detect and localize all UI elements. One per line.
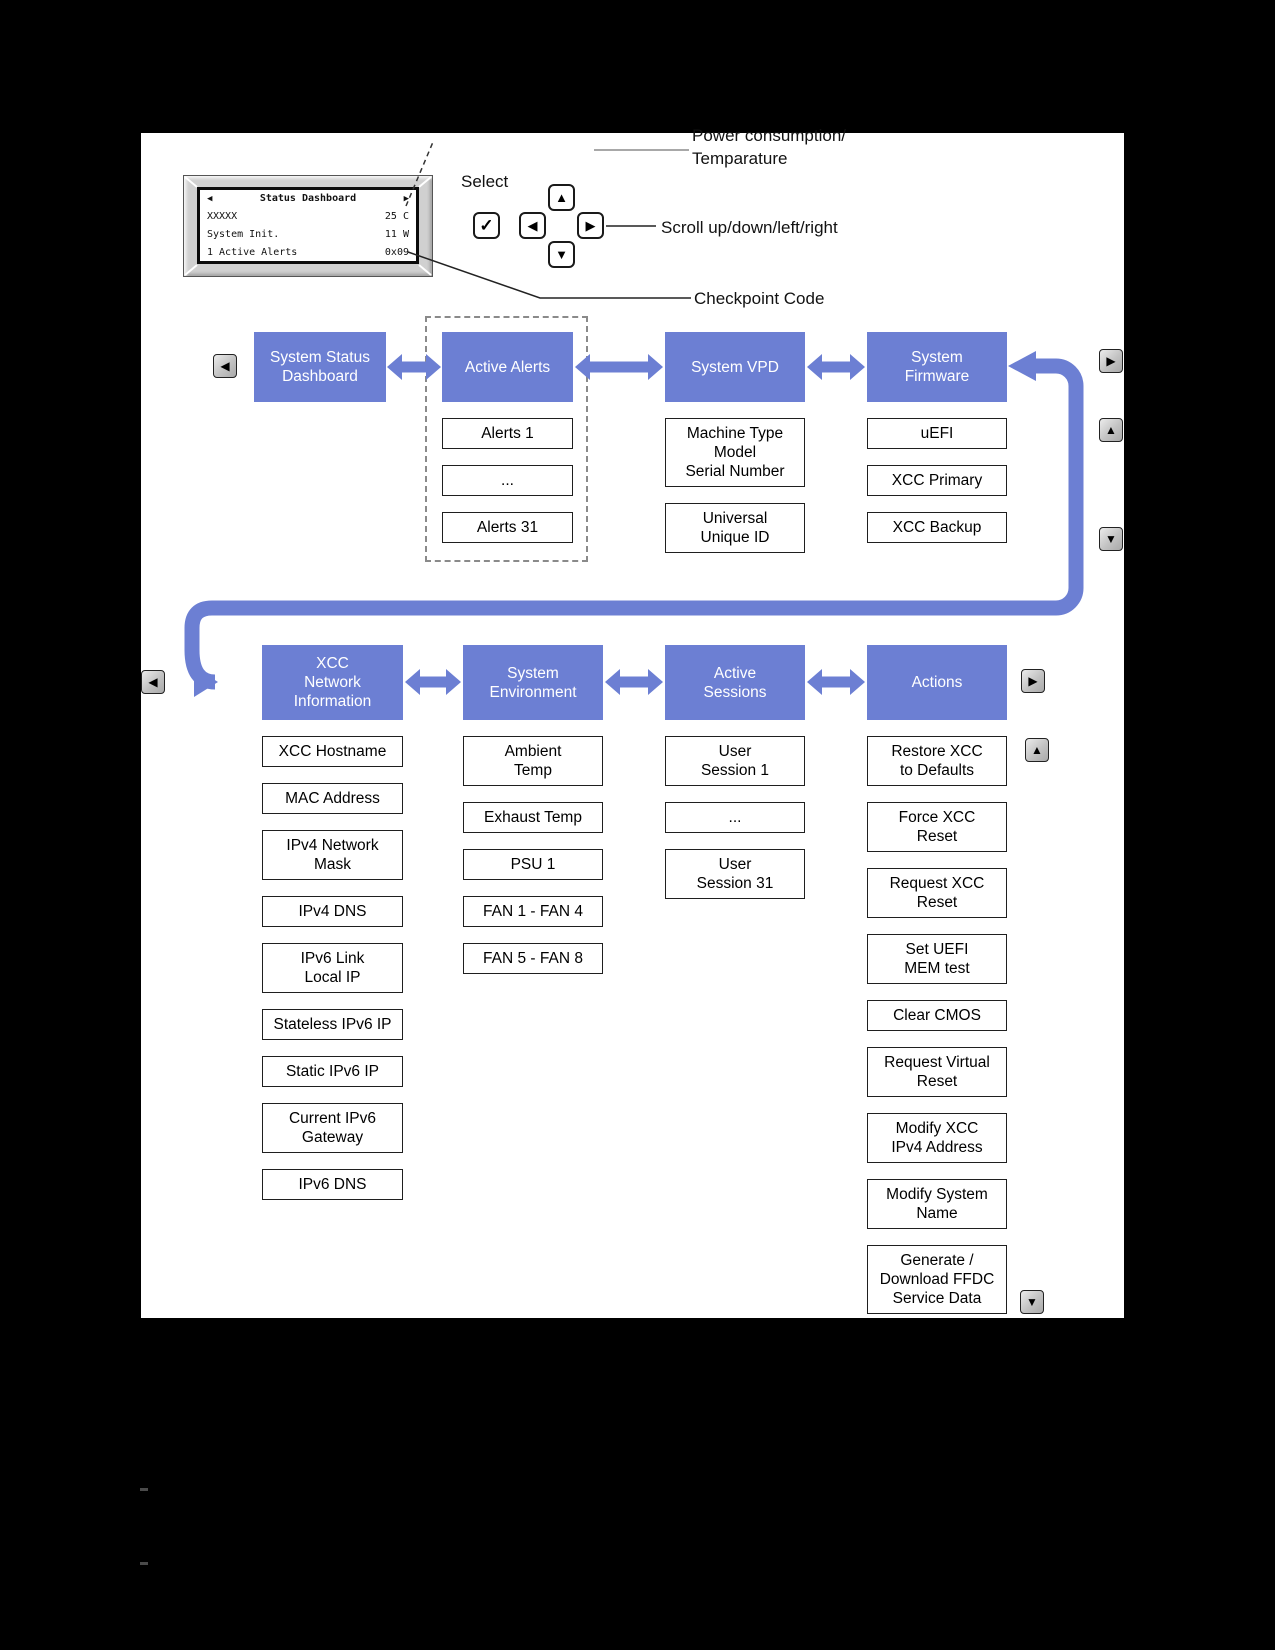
left-arrow-icon: ◀ — [527, 217, 538, 233]
nav-right-button-row2[interactable]: ▶ — [1021, 669, 1045, 693]
right-arrow-icon: ▶ — [1028, 674, 1038, 688]
menu-header-actions: Actions — [867, 645, 1007, 720]
lcd-row-3: 1 Active Alerts 0x09 — [207, 247, 409, 258]
select-label: Select — [461, 172, 509, 191]
menu-item-system-vpd-0: Machine Type Model Serial Number — [665, 418, 805, 487]
menu-item-system-firmware-0: uEFI — [867, 418, 1007, 449]
menu-item-actions-0: Restore XCC to Defaults — [867, 736, 1007, 786]
select-check-button[interactable]: ✓ — [473, 212, 500, 239]
lcd-row-2-label: System Init. — [207, 229, 280, 240]
checkpoint-code-label: Checkpoint Code — [694, 289, 825, 308]
lcd-screen: ◀ Status Dashboard ▶ XXXXX 25 C System I… — [197, 187, 419, 264]
lcd-checkpoint-value: 0x09 — [384, 247, 409, 258]
menu-item-actions-5: Request Virtual Reset — [867, 1047, 1007, 1097]
up-arrow-icon: ▲ — [1031, 743, 1043, 757]
menu-item-active-alerts-1: ... — [442, 465, 573, 496]
lcd-row-1: XXXXX 25 C — [207, 211, 409, 222]
down-arrow-icon: ▼ — [555, 247, 568, 262]
menu-header-system-environment: System Environment — [463, 645, 603, 720]
right-arrow-icon: ▶ — [1106, 354, 1116, 368]
scroll-left-button[interactable]: ◀ — [519, 212, 546, 239]
menu-item-system-environment-0: Ambient Temp — [463, 736, 603, 786]
column-system-status-dashboard: System Status Dashboard — [254, 332, 386, 402]
menu-header-system-vpd: System VPD — [665, 332, 805, 402]
right-arrow-icon: ▶ — [585, 217, 596, 233]
menu-item-active-alerts-2: Alerts 31 — [442, 512, 573, 543]
lcd-power-value: 11 W — [384, 229, 409, 240]
up-arrow-icon: ▲ — [555, 190, 568, 205]
down-arrow-icon: ▼ — [1105, 532, 1117, 546]
lcd-row-1-label: XXXXX — [207, 211, 238, 222]
nav-up-button-row2[interactable]: ▲ — [1025, 738, 1049, 762]
menu-item-system-vpd-1: Universal Unique ID — [665, 503, 805, 553]
menu-item-actions-4: Clear CMOS — [867, 1000, 1007, 1031]
check-icon: ✓ — [479, 215, 494, 235]
menu-header-xcc-network-information: XCC Network Information — [262, 645, 403, 720]
scroll-down-button[interactable]: ▼ — [548, 241, 575, 268]
menu-item-active-sessions-1: ... — [665, 802, 805, 833]
menu-item-xcc-network-information-0: XCC Hostname — [262, 736, 403, 767]
nav-down-button-bottom[interactable]: ▼ — [1020, 1290, 1044, 1314]
menu-header-active-sessions: Active Sessions — [665, 645, 805, 720]
scroll-directions-label: Scroll up/down/left/right — [661, 218, 838, 237]
menu-item-actions-8: Generate / Download FFDC Service Data — [867, 1245, 1007, 1314]
menu-item-active-alerts-0: Alerts 1 — [442, 418, 573, 449]
lcd-temperature-value: 25 C — [384, 211, 409, 222]
page-edge-mark — [140, 1488, 148, 1491]
menu-item-xcc-network-information-4: IPv6 Link Local IP — [262, 943, 403, 993]
menu-item-xcc-network-information-1: MAC Address — [262, 783, 403, 814]
menu-item-actions-1: Force XCC Reset — [867, 802, 1007, 852]
lcd-display-panel: ◀ Status Dashboard ▶ XXXXX 25 C System I… — [183, 175, 433, 277]
menu-item-actions-6: Modify XCC IPv4 Address — [867, 1113, 1007, 1163]
scroll-up-button[interactable]: ▲ — [548, 184, 575, 211]
menu-item-system-environment-4: FAN 5 - FAN 8 — [463, 943, 603, 974]
menu-header-system-firmware: System Firmware — [867, 332, 1007, 402]
left-arrow-icon: ◀ — [148, 675, 158, 689]
menu-item-xcc-network-information-3: IPv4 DNS — [262, 896, 403, 927]
down-arrow-icon: ▼ — [1026, 1295, 1038, 1309]
menu-item-active-sessions-2: User Session 31 — [665, 849, 805, 899]
left-arrow-icon: ◀ — [220, 359, 230, 373]
menu-item-actions-2: Request XCC Reset — [867, 868, 1007, 918]
menu-item-actions-7: Modify System Name — [867, 1179, 1007, 1229]
lcd-right-arrow-icon: ▶ — [403, 193, 409, 204]
menu-item-xcc-network-information-2: IPv4 Network Mask — [262, 830, 403, 880]
menu-item-system-firmware-1: XCC Primary — [867, 465, 1007, 496]
menu-item-system-environment-1: Exhaust Temp — [463, 802, 603, 833]
menu-item-actions-3: Set UEFI MEM test — [867, 934, 1007, 984]
lcd-left-arrow-icon: ◀ — [207, 193, 213, 204]
lcd-row-2: System Init. 11 W — [207, 229, 409, 240]
page-edge-mark — [140, 1562, 148, 1565]
up-arrow-icon: ▲ — [1105, 423, 1117, 437]
menu-item-active-sessions-0: User Session 1 — [665, 736, 805, 786]
nav-left-button-row1[interactable]: ◀ — [213, 354, 237, 378]
scroll-right-button[interactable]: ▶ — [577, 212, 604, 239]
menu-item-system-environment-3: FAN 1 - FAN 4 — [463, 896, 603, 927]
menu-header-active-alerts: Active Alerts — [442, 332, 573, 402]
menu-item-system-firmware-2: XCC Backup — [867, 512, 1007, 543]
menu-item-xcc-network-information-5: Stateless IPv6 IP — [262, 1009, 403, 1040]
power-consumption-label: Power consumption/ Temparature — [692, 126, 847, 168]
active-alerts-dashed-group — [425, 316, 588, 562]
lcd-title: Status Dashboard — [259, 193, 357, 204]
nav-down-button-row1[interactable]: ▼ — [1099, 527, 1123, 551]
lcd-alerts-label: 1 Active Alerts — [207, 247, 298, 258]
lcd-title-row: ◀ Status Dashboard ▶ — [207, 193, 409, 204]
menu-header-system-status-dashboard: System Status Dashboard — [254, 332, 386, 402]
nav-up-button-row1[interactable]: ▲ — [1099, 418, 1123, 442]
nav-right-button-row1[interactable]: ▶ — [1099, 349, 1123, 373]
menu-item-system-environment-2: PSU 1 — [463, 849, 603, 880]
menu-item-xcc-network-information-7: Current IPv6 Gateway — [262, 1103, 403, 1153]
nav-left-button-row2[interactable]: ◀ — [141, 670, 165, 694]
column-system-vpd: System VPD Machine Type Model Serial Numb… — [665, 332, 805, 553]
menu-item-xcc-network-information-8: IPv6 DNS — [262, 1169, 403, 1200]
menu-item-xcc-network-information-6: Static IPv6 IP — [262, 1056, 403, 1087]
